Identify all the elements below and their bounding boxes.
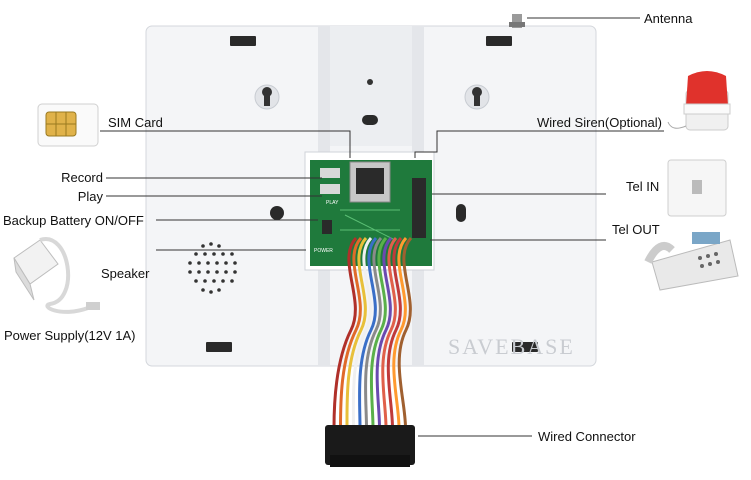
wire-strand: [351, 236, 373, 429]
wire-strand: [345, 236, 368, 429]
pcb-play-text: PLAY: [326, 200, 339, 206]
backup-battery-label: Backup Battery ON/OFF: [3, 213, 144, 228]
wire-strand: [375, 236, 393, 429]
leader-lines: [100, 17, 664, 437]
play-label: Play: [77, 189, 103, 204]
antenna-label: Antenna: [644, 11, 693, 26]
watermark: SAVEBASE: [448, 334, 575, 359]
wire-strand: [397, 236, 413, 429]
tel-in-socket-image: [667, 159, 727, 217]
speaker-label: Speaker: [101, 266, 150, 281]
wire-strand: [386, 236, 403, 429]
mount-hole-left: [254, 84, 280, 110]
power-supply-label: Power Supply(12V 1A): [4, 328, 136, 343]
pcb-power-text: POWER: [314, 248, 333, 254]
wired-siren-image: [667, 71, 731, 131]
wired-connector-label: Wired Connector: [538, 429, 636, 444]
tel-out-label: Tel OUT: [612, 222, 660, 237]
wire-strand: [332, 236, 358, 429]
sim-card-label: SIM Card: [108, 115, 163, 130]
wired-siren-label: Wired Siren(Optional): [537, 115, 662, 130]
wire-harness: [332, 236, 413, 429]
tel-in-label: Tel IN: [626, 179, 660, 194]
antenna: [509, 14, 525, 28]
mount-hole-right: [464, 84, 490, 110]
wire-strand: [358, 236, 378, 429]
power-supply-image: [13, 237, 100, 314]
wire-strand: [339, 236, 363, 429]
wire-strand: [364, 236, 383, 429]
wire-strand: [381, 236, 398, 429]
wire-strand: [392, 236, 408, 429]
speaker-grille: [188, 242, 237, 294]
sim-card-image: [37, 103, 99, 147]
wire-strand: [369, 236, 388, 429]
telephone-image: [644, 232, 739, 291]
record-label: Record: [61, 170, 103, 185]
wired-connector-plug: [325, 425, 415, 467]
